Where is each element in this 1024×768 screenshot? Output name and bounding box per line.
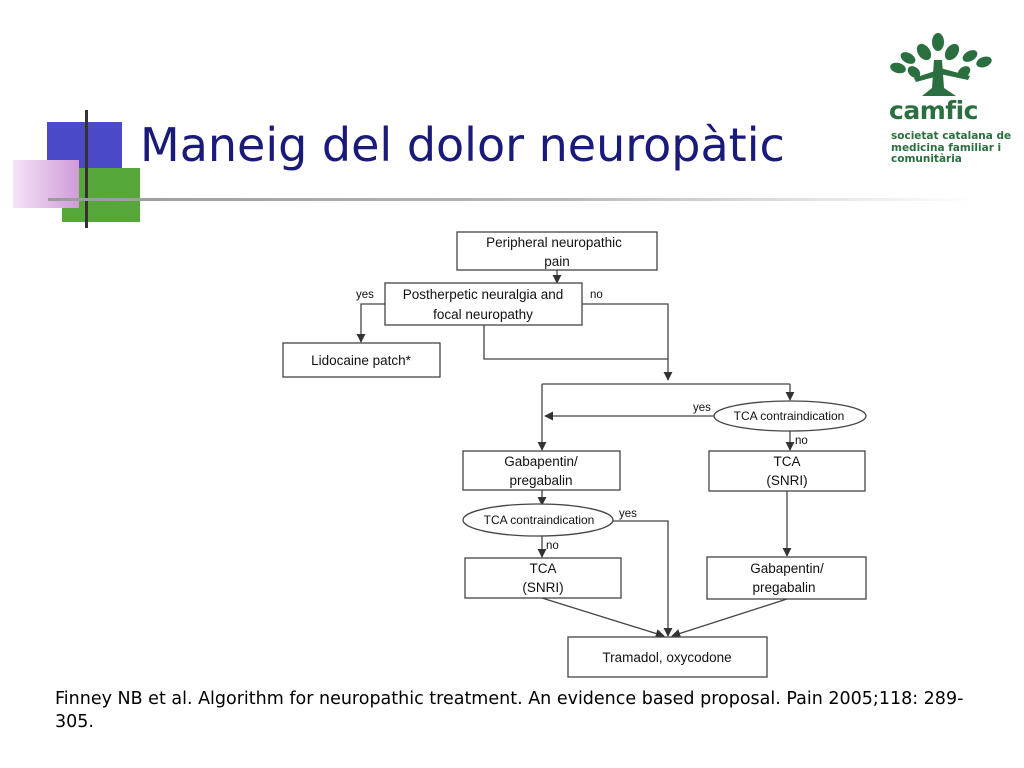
node-tca-contra-right-label: TCA contraindication bbox=[734, 409, 845, 423]
node-gabapentin-right-line: pregabalin bbox=[752, 580, 815, 595]
logo-wordmark: camfic bbox=[889, 96, 979, 125]
decorative-corner-squares bbox=[13, 110, 978, 228]
logo-tagline-line: medicina familiar i bbox=[891, 141, 1002, 154]
connector bbox=[483, 325, 668, 360]
node-gabapentin-left-line: pregabalin bbox=[509, 473, 572, 488]
node-tca-right-box bbox=[708, 450, 866, 492]
logo-tagline-line: comunitària bbox=[891, 153, 962, 165]
node-tca-right-line: TCA bbox=[774, 454, 801, 469]
node-tramadol-box bbox=[567, 636, 768, 678]
node-gabapentin-right-box bbox=[706, 556, 867, 600]
node-tramadol-label: Tramadol, oxycodone bbox=[602, 650, 731, 665]
node-question-line: Postherpetic neuralgia and bbox=[403, 287, 564, 302]
edge-label-no: no bbox=[546, 540, 559, 552]
node-gabapentin-right-line: Gabapentin/ bbox=[750, 561, 824, 576]
edge-label-no: no bbox=[795, 435, 808, 447]
tree-icon bbox=[890, 33, 992, 96]
logo-tagline-line: societat catalana de bbox=[891, 130, 1012, 142]
node-gabapentin-left-line: Gabapentin/ bbox=[504, 454, 578, 469]
node-tca-left-box bbox=[464, 557, 622, 599]
slide-title: Maneig del dolor neuropàtic bbox=[140, 118, 785, 172]
node-start-box bbox=[456, 231, 658, 271]
node-start-line: Peripheral neuropathic bbox=[486, 235, 622, 250]
connector bbox=[612, 520, 673, 637]
node-gabapentin-left-box bbox=[462, 450, 621, 491]
node-question-box bbox=[384, 282, 583, 326]
connector bbox=[541, 597, 665, 638]
connector bbox=[356, 303, 385, 343]
node-tca-right-line: (SNRI) bbox=[766, 473, 807, 488]
node-lidocaine-label: Lidocaine patch* bbox=[311, 353, 412, 368]
node-tca-left-line: TCA bbox=[530, 561, 557, 576]
node-tca-contraindication-left bbox=[462, 503, 614, 537]
title-underline bbox=[48, 198, 978, 201]
node-tca-contraindication-right bbox=[713, 400, 867, 432]
node-start-line: pain bbox=[544, 254, 570, 269]
node-tca-contra-left-label: TCA contraindication bbox=[484, 513, 595, 527]
edge-label-yes: yes bbox=[356, 289, 374, 301]
edge-label-yes: yes bbox=[619, 508, 637, 520]
node-question-line: focal neuropathy bbox=[433, 307, 533, 322]
citation-text: Finney NB et al. Algorithm for neuropath… bbox=[55, 689, 964, 732]
edge-label-no: no bbox=[590, 289, 603, 301]
node-lidocaine-box bbox=[282, 342, 441, 378]
node-tca-left-line: (SNRI) bbox=[522, 580, 563, 595]
connector bbox=[582, 303, 673, 381]
connector bbox=[671, 598, 788, 638]
logo-tagline: societat catalana de medicina familiar i… bbox=[891, 130, 1012, 166]
edge-label-yes: yes bbox=[693, 402, 711, 414]
deco-vertical-rule bbox=[85, 110, 88, 228]
